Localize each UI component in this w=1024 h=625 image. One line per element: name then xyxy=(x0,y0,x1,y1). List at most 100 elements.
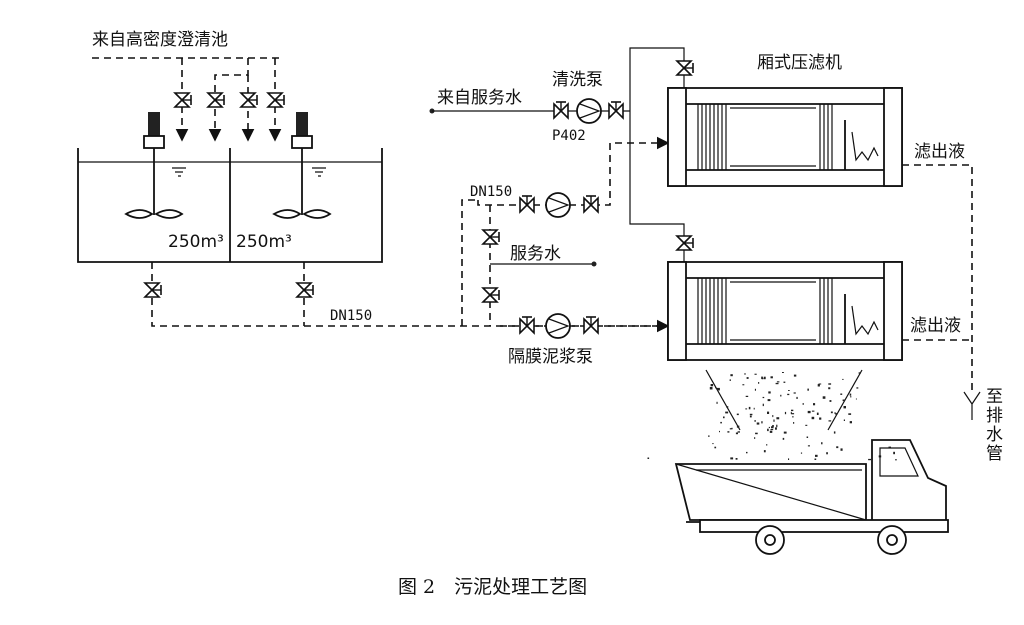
sludge-particle xyxy=(816,412,819,415)
sludge-particle xyxy=(793,392,796,394)
sludge-particle xyxy=(716,401,718,404)
sludge-particle xyxy=(758,382,760,384)
valve-icon[interactable] xyxy=(240,92,258,108)
sludge-particle xyxy=(723,416,725,419)
wash-water-line: 来自服务水 清洗泵 P402 xyxy=(429,47,694,262)
sludge-particle xyxy=(735,432,738,435)
sludge-particle xyxy=(772,425,774,428)
sludge-particle xyxy=(782,437,785,440)
valve-icon[interactable] xyxy=(583,195,599,213)
valve-icon[interactable] xyxy=(267,92,285,108)
sludge-particle xyxy=(731,427,733,430)
sludge-particle xyxy=(709,387,713,390)
sludge-particle xyxy=(843,419,845,421)
sludge-particle xyxy=(782,372,784,373)
sludge-particle xyxy=(725,411,729,414)
label-service-water-out: 服务水 xyxy=(510,244,561,264)
sludge-particle xyxy=(767,428,769,432)
upper-feed-line: DN150 xyxy=(470,136,670,218)
label-to-drain-2: 排 xyxy=(986,406,1003,426)
sludge-particle xyxy=(775,427,777,430)
tank-left-volume: 250m³ xyxy=(168,232,224,252)
sludge-particle xyxy=(771,426,774,429)
sludge-particle xyxy=(749,413,753,416)
valve-icon[interactable] xyxy=(608,101,624,119)
sludge-particle xyxy=(805,424,808,426)
valve-icon[interactable] xyxy=(519,316,535,334)
sludge-particle xyxy=(714,446,717,449)
valve-icon[interactable] xyxy=(583,316,599,334)
sludge-particle xyxy=(761,376,763,380)
sludge-particle xyxy=(843,406,846,409)
sludge-particle xyxy=(793,422,795,424)
figure-caption: 图 2 污泥处理工艺图 xyxy=(398,576,587,598)
sludge-particle xyxy=(840,448,843,451)
mixer-icon xyxy=(124,112,184,219)
valve-icon[interactable] xyxy=(676,235,694,251)
sludge-particle xyxy=(762,396,765,399)
sludge-particle xyxy=(647,457,650,459)
sludge-particle xyxy=(762,403,764,407)
valve-icon[interactable] xyxy=(207,92,225,108)
label-filter-press: 厢式压滤机 xyxy=(757,53,842,73)
sludge-particle xyxy=(763,450,766,453)
sludge-particle xyxy=(835,413,838,415)
sludge-particle xyxy=(848,413,852,415)
sludge-particle xyxy=(796,396,798,399)
valve-icon[interactable] xyxy=(174,92,192,108)
sludge-tanks: 250m³ 250m³ xyxy=(77,112,383,263)
sludge-particle xyxy=(811,416,815,420)
sludge-particle xyxy=(842,399,845,402)
sludge-particle xyxy=(833,431,836,434)
sludge-particle xyxy=(850,396,852,398)
sludge-particle xyxy=(783,431,787,434)
sludge-particle xyxy=(769,430,773,433)
sludge-particle xyxy=(753,407,755,410)
dump-truck-icon xyxy=(674,439,949,555)
sludge-particle xyxy=(770,429,774,431)
sludge-particle xyxy=(856,387,859,389)
sludge-particle xyxy=(720,421,722,424)
valve-icon[interactable] xyxy=(296,282,314,298)
sludge-particle xyxy=(807,410,811,414)
sludge-particle xyxy=(768,391,771,394)
valve-icon[interactable] xyxy=(676,60,694,76)
valve-icon[interactable] xyxy=(144,282,162,298)
sludge-particle xyxy=(729,428,732,430)
sludge-cake-fall xyxy=(647,369,897,461)
clarifier-feed: 来自高密度澄清池 xyxy=(92,30,285,142)
sludge-particle xyxy=(830,411,833,414)
sludge-particle xyxy=(828,420,832,422)
sludge-particle xyxy=(776,417,780,420)
label-diaphragm-pump: 隔膜泥浆泵 xyxy=(508,347,593,367)
sludge-particle xyxy=(756,422,760,425)
sludge-particle xyxy=(849,421,852,424)
valve-icon[interactable] xyxy=(482,229,500,245)
valve-icon[interactable] xyxy=(553,101,569,119)
sludge-particle xyxy=(735,458,738,460)
sludge-particle xyxy=(770,376,773,379)
sludge-particle xyxy=(730,457,734,460)
sludge-particle xyxy=(819,417,822,420)
sludge-particle xyxy=(719,430,720,433)
sludge-particle xyxy=(767,399,771,402)
label-dn150-lower: DN150 xyxy=(330,308,372,324)
lower-feed-line: 隔膜泥浆泵 xyxy=(500,313,670,367)
valve-icon[interactable] xyxy=(482,287,500,303)
sludge-particle xyxy=(761,421,763,424)
sludge-particle xyxy=(746,451,748,454)
sludge-particle xyxy=(868,458,871,461)
sludge-particle xyxy=(712,443,714,445)
label-source-clarifier: 来自高密度澄清池 xyxy=(92,30,228,50)
sludge-particle xyxy=(717,387,720,391)
valve-icon[interactable] xyxy=(519,195,535,213)
sludge-particle xyxy=(749,415,752,418)
sludge-particle xyxy=(800,452,803,454)
sludge-particle xyxy=(754,420,756,422)
sludge-particle xyxy=(768,426,770,429)
sludge-particle xyxy=(791,413,795,415)
label-wash-pump: 清洗泵 xyxy=(552,70,603,90)
sludge-particle xyxy=(807,445,810,447)
label-service-water-in: 来自服务水 xyxy=(437,88,522,108)
